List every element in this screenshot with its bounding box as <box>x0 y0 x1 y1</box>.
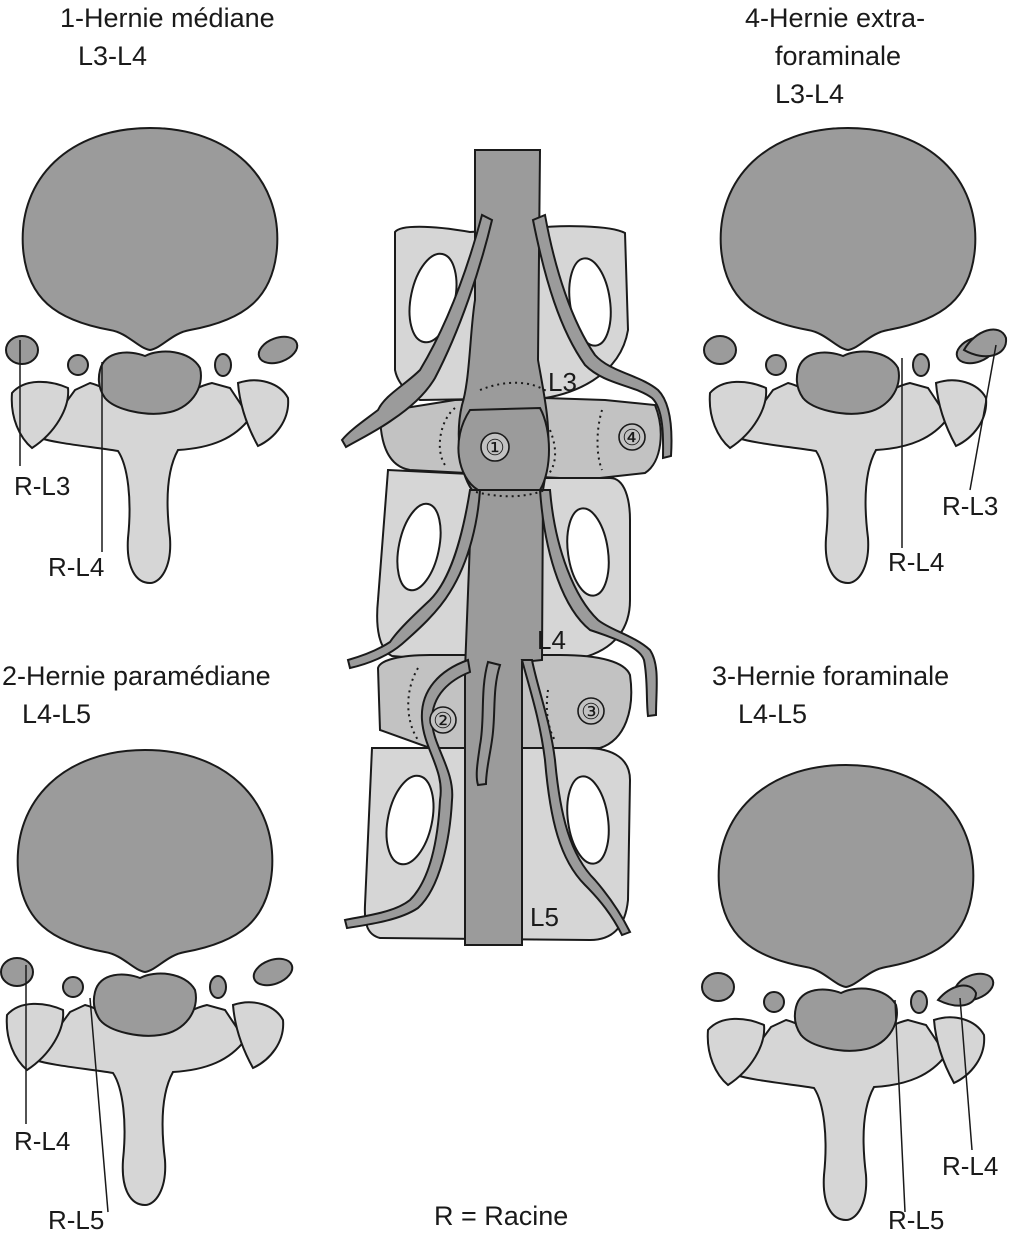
hernia-marker-3: ③ <box>581 699 601 724</box>
panel-2-title-line2: L4-L5 <box>22 699 92 729</box>
panel-1-root-b: R-L4 <box>48 552 105 582</box>
panel-4-root-b: R-L4 <box>888 547 945 577</box>
level-label-l3: L3 <box>548 367 577 397</box>
hernia-marker-2: ② <box>433 708 453 733</box>
vertebra-panel-2 <box>0 749 297 1213</box>
panel-3-title-line2: L4-L5 <box>738 699 808 729</box>
hernia-marker-4: ④ <box>622 425 642 450</box>
panel-4-title-line3: L3-L4 <box>775 79 845 109</box>
level-label-l4: L4 <box>537 625 566 655</box>
panel-1-root-a: R-L3 <box>14 471 71 501</box>
panel-2-root-b: R-L5 <box>48 1205 105 1235</box>
vertebra-panel-3 <box>701 764 998 1221</box>
panel-4-root-a: R-L3 <box>942 491 999 521</box>
panel-2-title-line1: 2-Hernie paramédiane <box>2 661 271 691</box>
hernia-marker-1: ① <box>485 435 505 460</box>
panel-4-title-line1: 4-Hernie extra- <box>745 3 926 33</box>
panel-4-title-line2: foraminale <box>775 41 902 71</box>
vertebra-panel-4 <box>703 127 1008 584</box>
panel-1-title-line1: 1-Hernie médiane <box>60 3 275 33</box>
legend-racine: R = Racine <box>434 1201 569 1231</box>
vertebra-panel-1 <box>5 127 302 584</box>
panel-3-title-line1: 3-Hernie foraminale <box>712 661 950 691</box>
panel-2-root-a: R-L4 <box>14 1126 71 1156</box>
panel-3-root-a: R-L4 <box>942 1151 999 1181</box>
panel-3-root-b: R-L5 <box>888 1205 945 1235</box>
panel-1-title-line2: L3-L4 <box>78 41 148 71</box>
spine-posterior-view: ① ② ③ ④ <box>340 149 673 946</box>
level-label-l5: L5 <box>530 902 559 932</box>
